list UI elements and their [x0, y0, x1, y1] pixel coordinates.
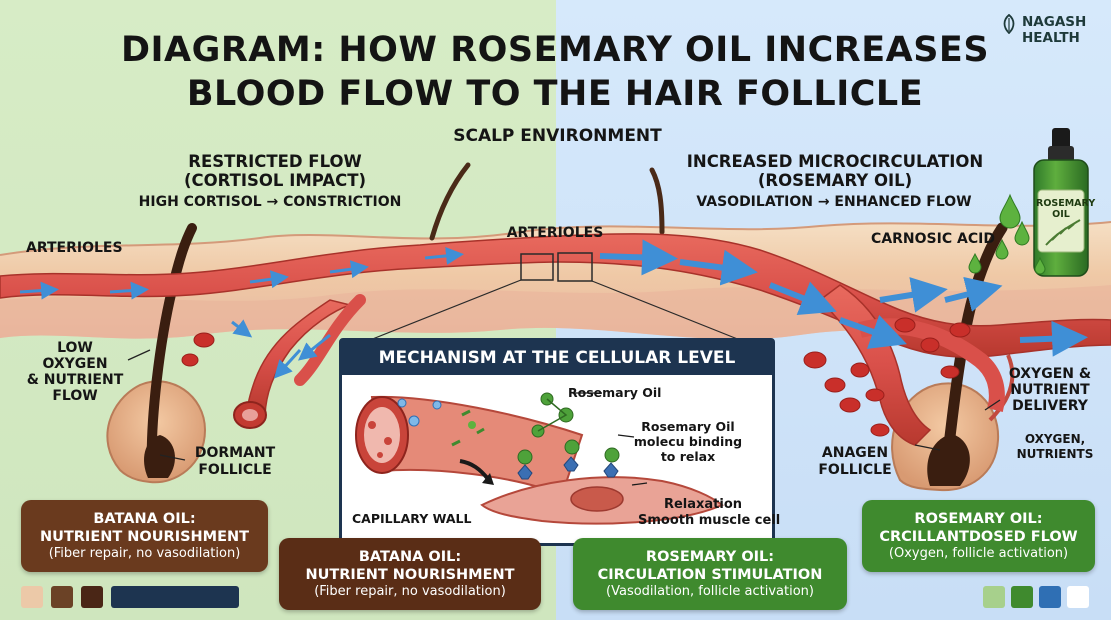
- dormant-line-2: FOLLICLE: [198, 462, 272, 478]
- dormant-follicle-label: DORMANT FOLLICLE: [185, 445, 285, 479]
- scalp-hair-left: [429, 162, 471, 241]
- center-batana-title-1: BATANA OIL:: [358, 549, 462, 565]
- bottle-label: ROSEMARY OIL: [1036, 198, 1096, 220]
- delivery-line-1: OXYGEN &: [1008, 366, 1092, 382]
- page-title: DIAGRAM: HOW ROSEMARY OIL INCREASES BLOO…: [90, 28, 1020, 116]
- brand-line-1: NAGASH: [1022, 14, 1087, 30]
- right-heading-line-1: INCREASED MICROCIRCULATION: [686, 152, 984, 171]
- mechanism-panel-title: MECHANISM AT THE CELLULAR LEVEL: [342, 341, 772, 375]
- rosemary-oil-molecule-label: Rosemary Oil: [568, 385, 662, 400]
- flow-arrows-left: [19, 246, 464, 379]
- main-arteriole: [0, 233, 1111, 358]
- swatch-right-3: [1039, 586, 1061, 608]
- low-oxygen-line-2: OXYGEN: [42, 356, 108, 372]
- swatch-left-4: [111, 586, 239, 608]
- scalp-environment-label: SCALP ENVIRONMENT: [453, 126, 662, 146]
- carnosic-acid-label: CARNOSIC ACID: [871, 231, 995, 247]
- scalp-hair-right: [649, 167, 665, 235]
- swatch-right-4: [1067, 586, 1089, 608]
- center-rosemary-box: ROSEMARY OIL: CIRCULATION STIMULATION (V…: [573, 538, 847, 610]
- binding-line-2: molecu binding: [633, 434, 743, 449]
- right-rosemary-title-1: ROSEMARY OIL:: [914, 511, 1043, 527]
- low-oxygen-line-4: FLOW: [52, 388, 98, 404]
- left-arterioles-label: ARTERIOLES: [26, 240, 123, 256]
- cellular-illustration: [355, 392, 724, 525]
- bottle-label-line-1: ROSEMARY: [1036, 198, 1096, 209]
- swatch-left-1: [21, 586, 43, 608]
- center-arterioles-label: ARTERIOLES: [506, 225, 604, 241]
- left-heading-line-2: (CORTISOL IMPACT): [183, 171, 366, 190]
- binding-line-1: Rosemary Oil: [641, 419, 735, 434]
- center-rosemary-title-2: CIRCULATION STIMULATION: [597, 567, 823, 583]
- left-batana-title-1: BATANA OIL:: [93, 511, 196, 527]
- low-oxygen-line-3: & NUTRIENT: [26, 372, 124, 388]
- left-subheading: HIGH CORTISOL → CONSTRICTION: [138, 194, 402, 210]
- relaxation-line-1: Relaxation: [663, 497, 743, 512]
- swatch-left-2: [51, 586, 73, 608]
- left-heading-line-1: RESTRICTED FLOW: [188, 152, 362, 171]
- left-batana-box: BATANA OIL: NUTRIENT NOURISHMENT (Fiber …: [21, 500, 268, 572]
- zoom-line-left: [369, 279, 522, 341]
- swatch-left-3: [81, 586, 103, 608]
- leaf-logo-icon: [1003, 14, 1015, 34]
- right-heading-line-2: (ROSEMARY OIL): [757, 171, 913, 190]
- zoom-box-left: [520, 253, 554, 281]
- dormant-line-1: DORMANT: [194, 445, 276, 461]
- delivery-line-3: DELIVERY: [1012, 398, 1088, 414]
- oxygen-nutrients-label: OXYGEN, NUTRIENTS: [1000, 432, 1110, 462]
- right-heading: INCREASED MICROCIRCULATION (ROSEMARY OIL…: [660, 152, 1010, 190]
- oxygen-nutrients-line-1: OXYGEN,: [1024, 432, 1086, 446]
- right-rosemary-box: ROSEMARY OIL: CRCILLANTDOSED FLOW (Oxyge…: [862, 500, 1095, 572]
- center-rosemary-subtitle: (Vasodilation, follicle activation): [606, 584, 814, 599]
- right-subheading: VASODILATION → ENHANCED FLOW: [696, 194, 972, 210]
- anagen-line-2: FOLLICLE: [818, 462, 892, 478]
- rosemary-oil-bottle: [1033, 128, 1089, 277]
- center-batana-subtitle: (Fiber repair, no vasodilation): [314, 584, 506, 599]
- oil-droplets: [968, 193, 1046, 275]
- flow-arrows-right: [599, 239, 1088, 357]
- center-batana-box: BATANA OIL: NUTRIENT NOURISHMENT (Fiber …: [279, 538, 541, 610]
- title-line-1: DIAGRAM: HOW ROSEMARY OIL INCREASES: [120, 30, 990, 70]
- center-batana-title-2: NUTRIENT NOURISHMENT: [305, 567, 515, 583]
- low-oxygen-line-1: LOW: [57, 340, 93, 356]
- label-pointers: [127, 349, 1001, 461]
- delivery-line-2: NUTRIENT: [1010, 382, 1090, 398]
- capillary-wall-label: CAPILLARY WALL: [352, 511, 472, 526]
- oxygen-nutrients-line-2: NUTRIENTS: [1016, 447, 1094, 461]
- mechanism-panel: MECHANISM AT THE CELLULAR LEVEL: [339, 338, 781, 546]
- title-line-2: BLOOD FLOW TO THE HAIR FOLLICLE: [186, 74, 924, 114]
- low-oxygen-label: LOW OXYGEN & NUTRIENT FLOW: [20, 340, 130, 404]
- swatch-right-2: [1011, 586, 1033, 608]
- right-rosemary-subtitle: (Oxygen, follicle activation): [888, 546, 1069, 561]
- zoom-line-right: [591, 280, 741, 341]
- relaxation-line-2: Smooth muscle cell: [638, 513, 781, 528]
- binding-line-3: to relax: [660, 449, 716, 464]
- left-small-branch: [294, 294, 366, 386]
- anagen-follicle-label: ANAGEN FOLLICLE: [800, 445, 910, 479]
- anagen-line-1: ANAGEN: [821, 445, 889, 461]
- left-batana-title-2: NUTRIENT NOURISHMENT: [39, 529, 250, 545]
- zoom-box-right: [557, 252, 593, 282]
- right-rosemary-title-2: CRCILLANTDOSED FLOW: [879, 529, 1078, 545]
- bottle-label-line-2: OIL: [1052, 209, 1070, 220]
- dormant-follicle-shape: [106, 223, 207, 484]
- binding-label: Rosemary Oil molecu binding to relax: [628, 419, 748, 464]
- brand-line-2: HEALTH: [1022, 30, 1080, 46]
- left-heading: RESTRICTED FLOW (CORTISOL IMPACT): [160, 152, 390, 190]
- swatch-right-1: [983, 586, 1005, 608]
- relaxation-label: Relaxation Smooth muscle cell: [638, 497, 781, 529]
- nutrient-delivery-label: OXYGEN & NUTRIENT DELIVERY: [995, 366, 1105, 414]
- center-rosemary-title-1: ROSEMARY OIL:: [645, 549, 775, 565]
- left-batana-subtitle: (Fiber repair, no vasodilation): [48, 546, 241, 561]
